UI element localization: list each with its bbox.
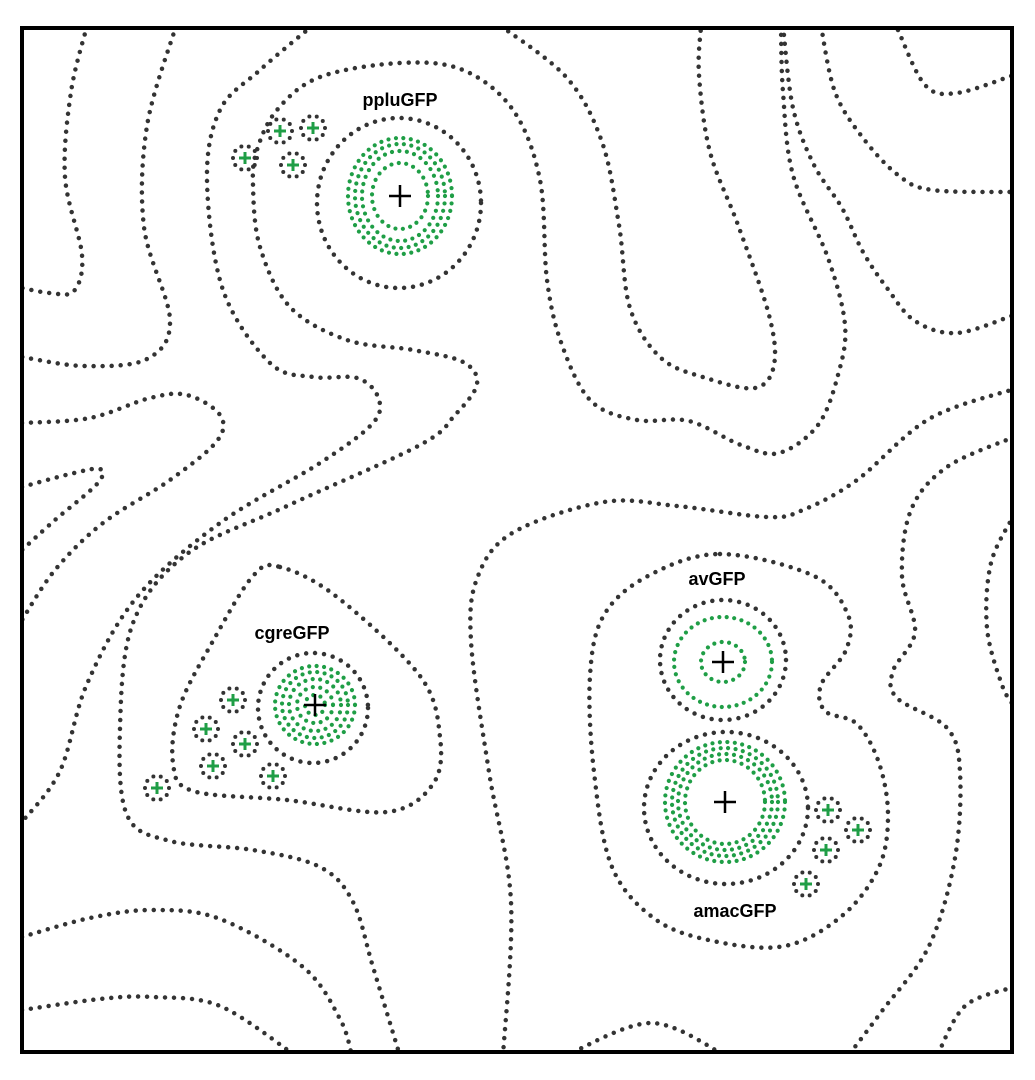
variant-marker xyxy=(279,151,307,179)
contour-line xyxy=(24,391,226,622)
variant-circle xyxy=(814,796,842,824)
variant-marker xyxy=(792,870,820,898)
high-fitness-ring-cgre xyxy=(286,676,344,734)
green-plus-icon xyxy=(820,844,832,856)
high-fitness-ring-av xyxy=(671,614,775,710)
high-fitness-ring-amac xyxy=(662,739,788,865)
contour-line xyxy=(895,30,1010,97)
contour-line xyxy=(849,436,1010,1050)
high-fitness-ring-cgre xyxy=(294,684,336,726)
variant-marker xyxy=(844,816,872,844)
variant-marker xyxy=(231,730,259,758)
contour-line xyxy=(24,994,292,1050)
peak-center-markers xyxy=(304,185,736,813)
variant-circle xyxy=(266,117,294,145)
green-plus-icon xyxy=(800,878,812,890)
variant-circle xyxy=(844,816,872,844)
contour-line xyxy=(468,387,1010,1050)
green-plus-icon xyxy=(307,122,319,134)
peak-contour-amac xyxy=(641,729,811,887)
peak-contour-av xyxy=(657,597,789,723)
green-plus-icon xyxy=(239,152,251,164)
variant-marker xyxy=(299,114,327,142)
high-fitness-ring-cgre xyxy=(279,669,351,741)
contour-line xyxy=(781,30,1010,336)
contour-line xyxy=(937,985,1010,1050)
contour-line xyxy=(24,30,383,824)
plot-frame xyxy=(20,26,1014,1054)
high-fitness-ring-amac xyxy=(682,757,768,847)
peak-contour-cgre xyxy=(255,650,371,766)
green-plus-icon xyxy=(227,694,239,706)
contour-line xyxy=(24,30,89,297)
peak-contours xyxy=(255,115,811,887)
high-fitness-ring-amac xyxy=(675,751,775,853)
green-plus-icon xyxy=(287,159,299,171)
label-ppluGFP: ppluGFP xyxy=(363,90,438,110)
variant-marker xyxy=(259,762,287,790)
label-cgreGFP: cgreGFP xyxy=(254,623,329,643)
contour-line xyxy=(169,562,444,815)
variant-marker xyxy=(812,836,840,864)
variant-marker xyxy=(143,774,171,802)
plus-icon-cgre xyxy=(304,694,326,716)
high-fitness-ring-pplu xyxy=(345,135,455,257)
green-plus-icon xyxy=(274,125,286,137)
high-fitness-ring-amac xyxy=(669,745,781,859)
contour-line xyxy=(24,466,106,552)
contour-line xyxy=(24,907,353,1050)
contour-lines xyxy=(24,30,1010,1050)
green-plus-icon xyxy=(207,760,219,772)
variant-circle xyxy=(792,870,820,898)
peak-contour-pplu xyxy=(314,115,484,291)
plus-icon-av xyxy=(712,651,734,673)
variant-circle xyxy=(199,752,227,780)
contour-line xyxy=(819,30,1010,195)
green-plus-icon xyxy=(151,782,163,794)
variant-marker xyxy=(814,796,842,824)
high-fitness-ring-av xyxy=(698,639,748,685)
label-amacGFP: amacGFP xyxy=(693,901,776,921)
contour-line xyxy=(24,30,178,369)
high-fitness-ring-cgre xyxy=(272,663,358,747)
contour-line xyxy=(587,551,891,950)
plus-icon-amac xyxy=(714,791,736,813)
variant-circle xyxy=(231,144,259,172)
variant-marker xyxy=(192,715,220,743)
plus-icon-pplu xyxy=(389,185,411,207)
variant-circle xyxy=(219,686,247,714)
green-plus-icon xyxy=(267,770,279,782)
high-fitness-ring-pplu xyxy=(352,141,448,251)
green-plus-icon xyxy=(239,738,251,750)
variant-circle xyxy=(231,730,259,758)
variant-circle xyxy=(192,715,220,743)
variant-circle xyxy=(259,762,287,790)
variant-markers xyxy=(143,114,872,898)
green-plus-icon xyxy=(822,804,834,816)
variant-circle xyxy=(812,836,840,864)
variant-marker xyxy=(266,117,294,145)
high-fitness-ring-pplu xyxy=(359,148,441,244)
contour-line xyxy=(117,30,848,1050)
green-plus-icon xyxy=(200,723,212,735)
green-plus-icon xyxy=(852,824,864,836)
variant-circle xyxy=(299,114,327,142)
variant-marker xyxy=(231,144,259,172)
variant-circle xyxy=(279,151,307,179)
contour-line xyxy=(983,517,1010,705)
contour-line xyxy=(502,30,778,391)
label-avGFP: avGFP xyxy=(688,569,745,589)
variant-marker xyxy=(199,752,227,780)
variant-circle xyxy=(143,774,171,802)
variant-marker xyxy=(219,686,247,714)
high-fitness-ring-pplu xyxy=(369,160,431,232)
